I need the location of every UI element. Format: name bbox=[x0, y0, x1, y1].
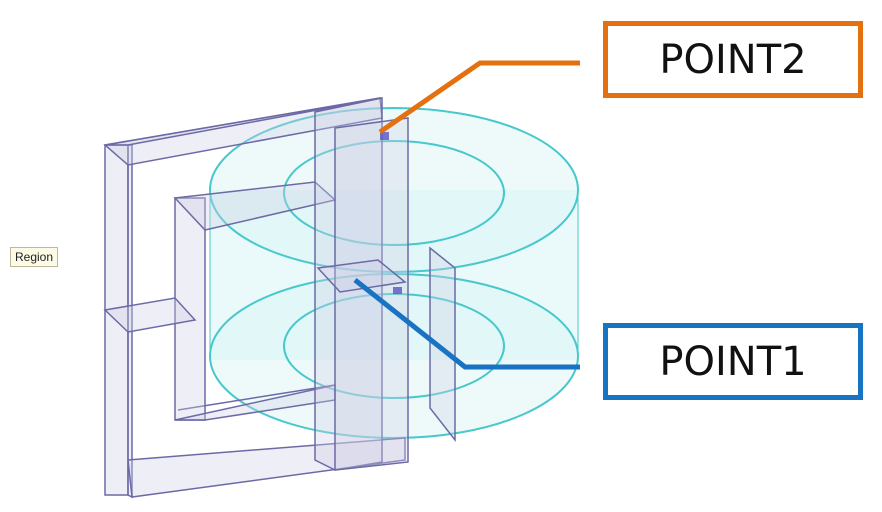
core-left-slice bbox=[103, 297, 197, 333]
region-label: Region bbox=[10, 247, 59, 267]
point1-marker bbox=[393, 287, 402, 294]
coil bbox=[209, 107, 579, 439]
core-bottom-yoke-inner-edge bbox=[177, 384, 336, 411]
coil-upper-inner-ellipse bbox=[283, 140, 505, 246]
core-center-limb-front bbox=[314, 97, 383, 471]
core-center-slice bbox=[316, 259, 407, 293]
point1-callout: POINT1 bbox=[603, 323, 863, 400]
point2-marker bbox=[380, 132, 389, 140]
point1-label: POINT1 bbox=[659, 338, 807, 385]
coil-upper-outer-ellipse bbox=[209, 107, 579, 273]
point2-leader-line bbox=[378, 60, 580, 135]
point2-label: POINT2 bbox=[659, 36, 807, 83]
core-right-plate bbox=[429, 246, 456, 443]
point2-callout: POINT2 bbox=[603, 21, 863, 98]
point1-leader-line bbox=[353, 278, 580, 370]
core bbox=[103, 97, 456, 499]
